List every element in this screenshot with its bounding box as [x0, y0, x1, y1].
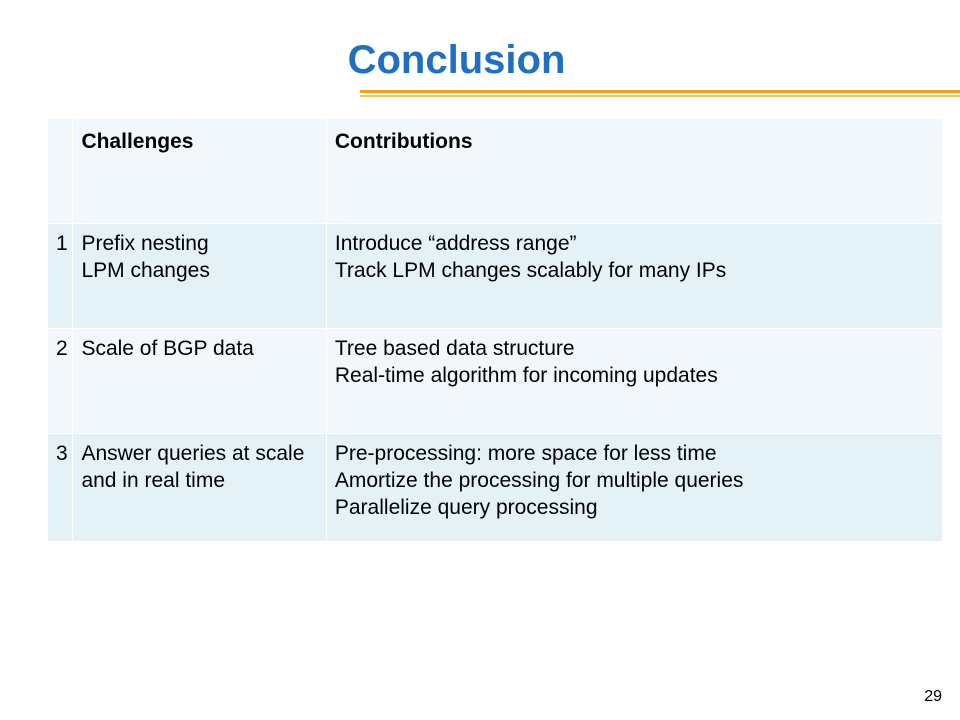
table-row: 3 Answer queries at scale and in real ti…: [46, 433, 944, 542]
row-number: 1: [46, 223, 74, 329]
title-underline-secondary: [360, 95, 960, 97]
contribution-line: Tree based data structure: [334, 337, 575, 360]
title-underline: [360, 90, 960, 93]
contribution-cell: Introduce “address range” Track LPM chan…: [325, 223, 944, 329]
contribution-line: Parallelize query processing: [334, 496, 598, 519]
contribution-line: Introduce “address range”: [334, 232, 577, 255]
contribution-line: Track LPM changes scalably for many IPs: [334, 259, 727, 282]
table-row: 1 Prefix nesting LPM changes Introduce “…: [46, 223, 944, 329]
contribution-cell: Pre-processing: more space for less time…: [325, 433, 944, 542]
contribution-line: Real-time algorithm for incoming updates: [334, 364, 718, 387]
challenge-line: Answer queries at scale and in real time: [81, 442, 305, 492]
row-number: 3: [46, 433, 74, 542]
contribution-cell: Tree based data structure Real-time algo…: [325, 328, 944, 434]
slide-title: Conclusion: [347, 38, 566, 82]
header-number: [46, 118, 74, 224]
challenge-cell: Scale of BGP data: [72, 328, 327, 434]
challenge-cell: Prefix nesting LPM changes: [72, 223, 327, 329]
challenge-line: LPM changes: [81, 259, 210, 282]
challenge-line: Scale of BGP data: [81, 337, 254, 360]
table-row: 2 Scale of BGP data Tree based data stru…: [46, 328, 944, 434]
challenge-line: Prefix nesting: [81, 232, 209, 255]
header-contributions: Contributions: [325, 118, 944, 224]
table-header-row: Challenges Contributions: [46, 118, 944, 224]
challenge-cell: Answer queries at scale and in real time: [72, 433, 327, 542]
conclusion-table: Challenges Contributions 1 Prefix nestin…: [46, 118, 944, 542]
header-challenges: Challenges: [72, 118, 327, 224]
row-number: 2: [46, 328, 74, 434]
page-number: 29: [924, 688, 942, 705]
contribution-line: Amortize the processing for multiple que…: [334, 469, 744, 492]
contribution-line: Pre-processing: more space for less time: [334, 442, 717, 465]
